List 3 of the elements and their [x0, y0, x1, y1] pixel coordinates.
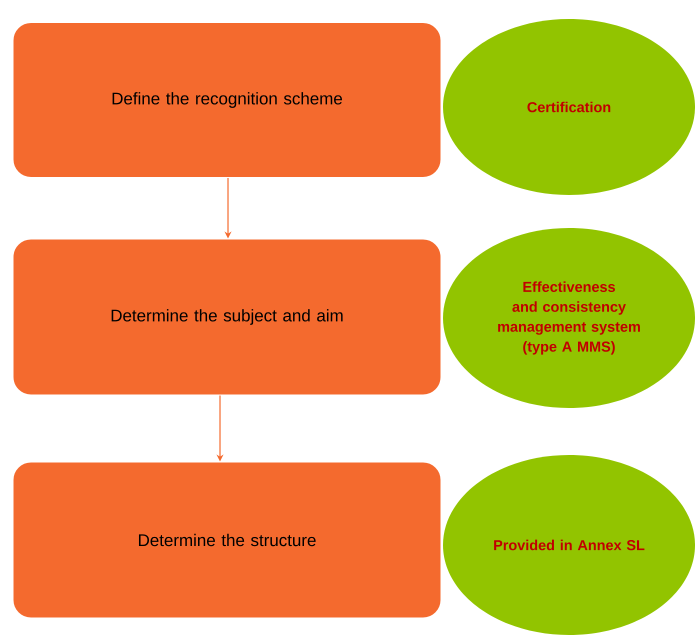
process-box: Define the recognition scheme — [12, 22, 442, 178]
process-box: Determine the structure — [12, 462, 442, 618]
process-box: Determine the subject and aim — [12, 238, 442, 396]
